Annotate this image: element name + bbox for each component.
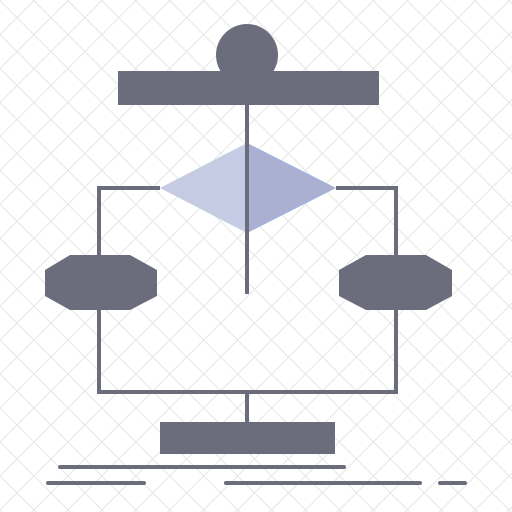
bottom-process-bar: [160, 422, 335, 454]
left-hexagon: [45, 255, 157, 310]
connector-right-top: [336, 186, 398, 262]
connector-left-bottom: [97, 308, 247, 394]
baseline-lines: [46, 465, 467, 485]
connector-right-bottom: [247, 308, 398, 394]
start-circle: [216, 24, 278, 86]
right-hexagon: [339, 255, 452, 310]
connector-lines: [97, 186, 398, 422]
connector-left-top: [97, 186, 160, 262]
